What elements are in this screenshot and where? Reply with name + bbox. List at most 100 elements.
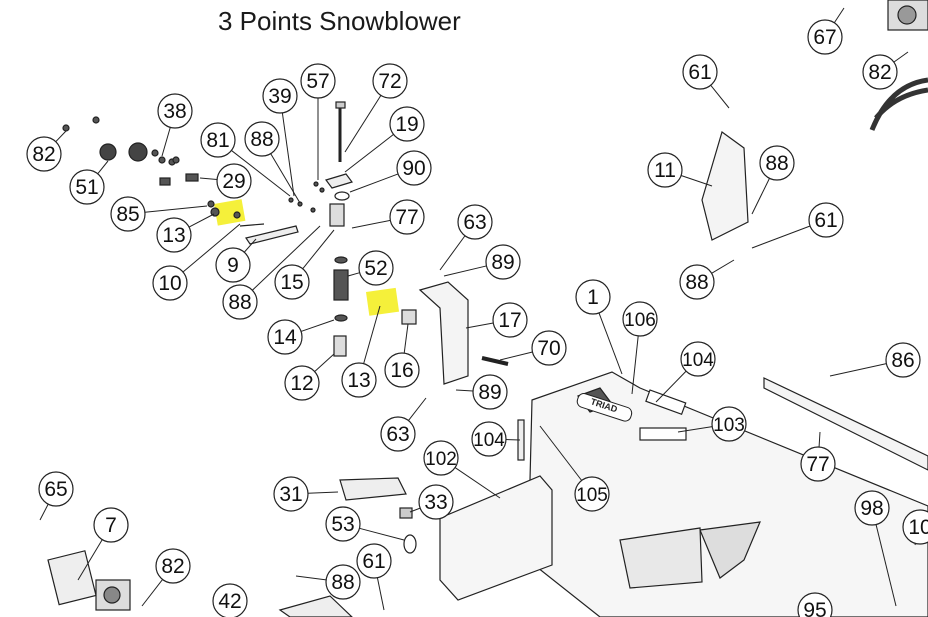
callout-bubble: 13 bbox=[341, 362, 377, 398]
callout-circle bbox=[800, 446, 836, 482]
callout-number: 88 bbox=[228, 291, 251, 314]
callout-bubble: 85 bbox=[110, 196, 146, 232]
callout-number: 15 bbox=[280, 271, 303, 294]
leader-line bbox=[443, 265, 487, 277]
callout-number: 12 bbox=[290, 372, 313, 395]
bushing-part bbox=[401, 309, 417, 325]
callout-circle bbox=[156, 217, 192, 253]
callout-number: 10 bbox=[908, 516, 928, 539]
callout-number: 90 bbox=[402, 157, 425, 180]
callout-number: 65 bbox=[44, 478, 67, 501]
callout-bubble: 39 bbox=[262, 78, 298, 114]
callout-number: 104 bbox=[473, 430, 505, 451]
callout-circle bbox=[155, 548, 191, 584]
leader-line bbox=[141, 579, 163, 607]
tab-part bbox=[325, 173, 353, 189]
leader-line bbox=[344, 95, 382, 153]
grease-fitting-part bbox=[399, 507, 413, 519]
leader-line bbox=[344, 134, 394, 173]
block-part bbox=[333, 335, 347, 357]
callout-number: 72 bbox=[378, 70, 401, 93]
callout-bubble: 61 bbox=[682, 54, 718, 90]
callout-number: 82 bbox=[868, 61, 891, 84]
leader-line bbox=[403, 323, 409, 354]
callout-number: 39 bbox=[268, 85, 291, 108]
leader-line bbox=[439, 235, 466, 271]
leader-line bbox=[598, 312, 623, 375]
callout-number: 61 bbox=[814, 209, 837, 232]
leader-line bbox=[281, 112, 295, 197]
callout-bubble: 88 bbox=[244, 121, 280, 157]
leader-line bbox=[818, 431, 821, 448]
leader-line bbox=[893, 51, 909, 63]
leader-line bbox=[351, 219, 391, 229]
leader-line bbox=[144, 205, 208, 213]
callout-bubble: 77 bbox=[800, 446, 836, 482]
callout-number: 77 bbox=[806, 453, 829, 476]
callout-circle bbox=[38, 471, 74, 507]
roller-chain-part bbox=[869, 77, 928, 131]
callout-bubble: 13 bbox=[156, 217, 192, 253]
callout-circle bbox=[492, 302, 528, 338]
leader-line bbox=[711, 259, 735, 274]
callout-circle bbox=[274, 264, 310, 300]
callout-circle bbox=[384, 352, 420, 388]
callout-number: 67 bbox=[813, 26, 836, 49]
callout-bubble: 72 bbox=[372, 63, 408, 99]
leader-line bbox=[295, 575, 327, 581]
callout-circle bbox=[759, 145, 795, 181]
arm-pin-part bbox=[239, 223, 265, 227]
callout-bubble: 12 bbox=[284, 365, 320, 401]
mounting-plate-part bbox=[339, 477, 407, 501]
callout-number: 82 bbox=[32, 143, 55, 166]
callout-circle bbox=[212, 583, 248, 617]
callout-circle bbox=[902, 509, 928, 545]
leader-line bbox=[77, 539, 103, 581]
callout-number: 13 bbox=[347, 369, 370, 392]
cross-bar-part bbox=[763, 377, 928, 471]
callout-circle bbox=[341, 362, 377, 398]
callout-bubble: 67 bbox=[807, 19, 843, 55]
callout-number: 52 bbox=[364, 257, 387, 280]
callout-number: 89 bbox=[491, 251, 514, 274]
leader-line bbox=[655, 370, 687, 403]
callout-bubble: 1 bbox=[575, 279, 611, 315]
callout-circle bbox=[574, 476, 610, 512]
callout-circle bbox=[69, 169, 105, 205]
callout-number: 10 bbox=[158, 272, 181, 295]
callout-circle bbox=[284, 365, 320, 401]
callout-bubble: 90 bbox=[396, 150, 432, 186]
leader-line bbox=[349, 173, 399, 193]
callout-circle bbox=[679, 264, 715, 300]
callout-circle bbox=[808, 202, 844, 238]
leader-line bbox=[199, 177, 218, 181]
callout-bubble: 14 bbox=[267, 319, 303, 355]
callout-bubble: 105 bbox=[574, 476, 610, 512]
callout-number: 61 bbox=[362, 550, 385, 573]
leader-line bbox=[302, 229, 335, 270]
callout-circle bbox=[110, 196, 146, 232]
washer-part bbox=[334, 191, 350, 201]
diagram-title: 3 Points Snowblower bbox=[218, 6, 461, 36]
callout-number: 9 bbox=[227, 254, 239, 277]
callout-circle bbox=[358, 250, 394, 286]
callout-number: 98 bbox=[860, 497, 883, 520]
leader-line bbox=[751, 178, 770, 215]
chute-bracket-part bbox=[701, 131, 749, 241]
callout-circle bbox=[26, 136, 62, 172]
callout-bubble: 19 bbox=[389, 106, 425, 142]
callout-number: 102 bbox=[425, 449, 457, 470]
callout-number: 88 bbox=[250, 128, 273, 151]
callout-circle bbox=[356, 543, 392, 579]
small-bracket-part bbox=[329, 203, 345, 227]
leader-line bbox=[270, 153, 301, 204]
leader-line bbox=[359, 527, 405, 541]
callout-circle bbox=[711, 406, 747, 442]
callout-number: 51 bbox=[75, 176, 98, 199]
mount-bracket-part bbox=[418, 281, 469, 385]
callout-bubble: 17 bbox=[492, 302, 528, 338]
leader-line bbox=[251, 225, 321, 291]
callout-bubble: 82 bbox=[155, 548, 191, 584]
sprocket-part bbox=[99, 142, 148, 162]
